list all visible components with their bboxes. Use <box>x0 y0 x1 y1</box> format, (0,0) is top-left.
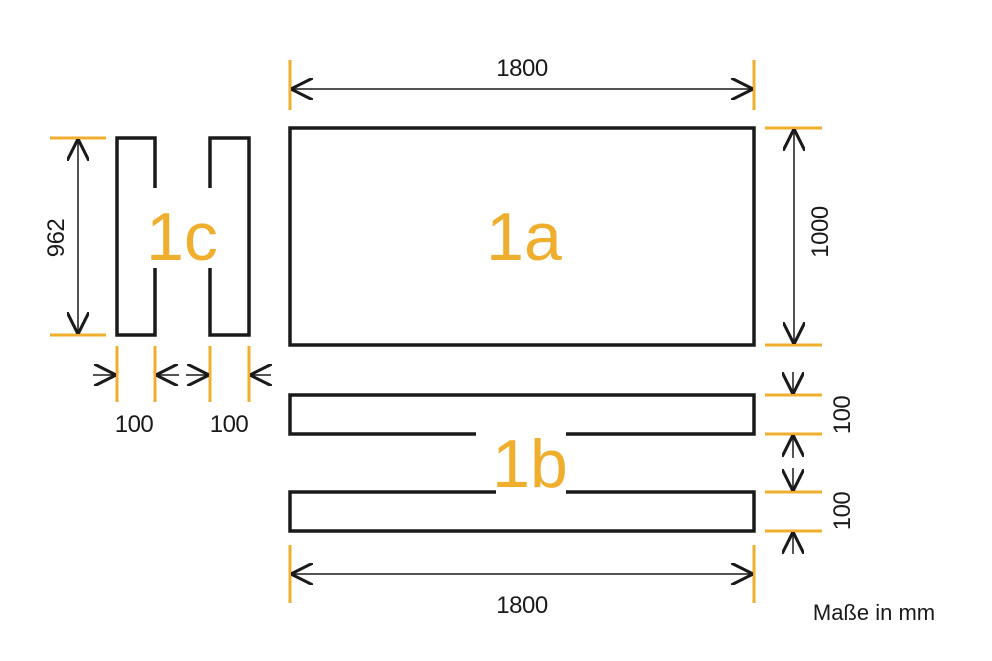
dimension-1a-height: 1000 <box>765 126 834 347</box>
panel-1c-left <box>115 136 157 337</box>
label-1b: 1b <box>492 426 568 502</box>
dimension-bottom-width: 1800 <box>288 545 756 619</box>
dimension-1b-bottom-height-text: 100 <box>829 492 856 531</box>
dimension-top-width: 1800 <box>288 55 756 110</box>
dimension-1b-top-height: 100 <box>765 372 856 458</box>
dimension-1a-height-text: 1000 <box>807 206 834 258</box>
dimension-top-width-text: 1800 <box>496 55 548 82</box>
panel-1a <box>288 126 756 347</box>
dimension-1b-bottom-height: 100 <box>765 468 856 554</box>
dimension-1b-top-height-text: 100 <box>829 396 856 435</box>
panel-1c-right <box>208 136 251 337</box>
unit-note: Maße in mm <box>813 600 935 625</box>
label-1c: 1c <box>146 199 218 275</box>
dimension-1c-right-width-text: 100 <box>210 411 249 438</box>
dimension-1c-right-width: 100 <box>186 346 271 438</box>
dimension-1c-left-width-text: 100 <box>115 411 154 438</box>
dimension-1c-height: 962 <box>43 136 106 337</box>
panel-1b-top <box>288 393 756 436</box>
dimension-1c-height-text: 962 <box>43 219 70 258</box>
panel-1b-bottom <box>288 490 756 533</box>
dimension-1c-left-width: 100 <box>93 346 179 438</box>
label-1a: 1a <box>486 199 562 275</box>
dimension-bottom-width-text: 1800 <box>496 592 548 619</box>
